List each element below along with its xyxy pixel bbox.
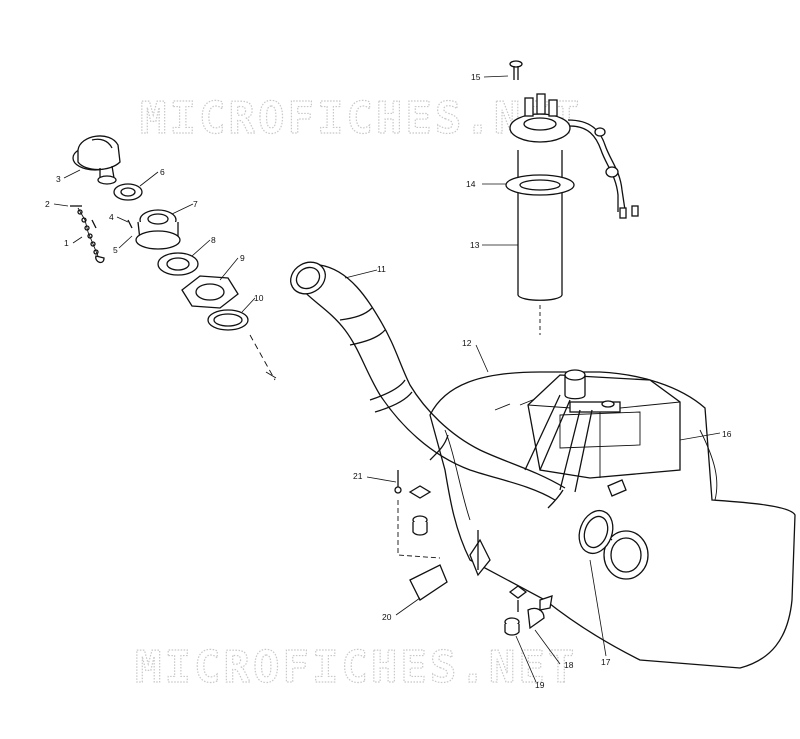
callout-12: 12 bbox=[462, 338, 472, 348]
lower-fasteners bbox=[394, 470, 553, 636]
callout-20: 20 bbox=[382, 612, 392, 622]
callout-6: 6 bbox=[160, 167, 165, 177]
callout-19: 19 bbox=[535, 680, 545, 690]
hose-clamp bbox=[578, 509, 614, 555]
callout-9: 9 bbox=[240, 253, 245, 263]
callout-17: 17 bbox=[601, 657, 611, 667]
leader-lines bbox=[53, 75, 721, 683]
callout-11: 11 bbox=[377, 264, 386, 274]
watermark-bottom: MICROFICHES.NET bbox=[135, 642, 577, 693]
callout-7: 7 bbox=[193, 199, 198, 209]
callout-14: 14 bbox=[466, 179, 476, 189]
callout-13: 13 bbox=[470, 240, 480, 250]
filler-cap-assembly bbox=[70, 135, 277, 381]
callout-5: 5 bbox=[113, 245, 118, 255]
callout-18: 18 bbox=[564, 660, 574, 670]
callout-10: 10 bbox=[254, 293, 264, 303]
callout-16: 16 bbox=[722, 429, 732, 439]
watermark-top: MICROFICHES.NET bbox=[140, 93, 582, 144]
callout-21: 21 bbox=[353, 471, 363, 481]
callout-1: 1 bbox=[64, 238, 69, 248]
callout-4: 4 bbox=[109, 212, 114, 222]
fuel-sender bbox=[505, 60, 639, 335]
callout-8: 8 bbox=[211, 235, 216, 245]
callouts: 1 2 3 4 5 6 7 8 9 10 11 12 13 14 15 16 1… bbox=[45, 72, 732, 690]
filler-hose bbox=[290, 261, 566, 509]
callout-15: 15 bbox=[471, 72, 481, 82]
callout-2: 2 bbox=[45, 199, 50, 209]
callout-3: 3 bbox=[56, 174, 61, 184]
fuel-tank bbox=[429, 369, 796, 669]
